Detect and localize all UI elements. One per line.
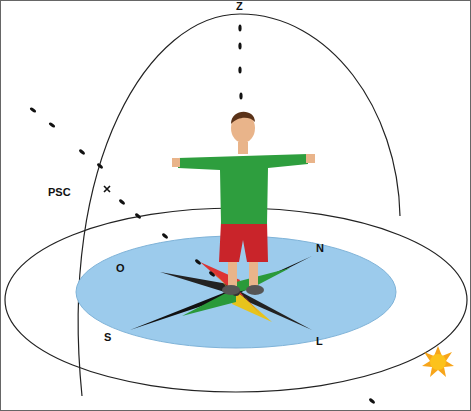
sun-icon (422, 346, 454, 377)
point-label: PSC (48, 187, 71, 198)
point-label: O (116, 263, 125, 274)
compass-rose (130, 256, 312, 330)
point-label: Z (236, 1, 243, 12)
boy-figure (172, 112, 315, 295)
point-label: N (316, 243, 324, 254)
point-label: S (104, 332, 111, 343)
horizon-ellipse (5, 208, 467, 392)
dotted-lines (29, 25, 375, 405)
point-label: L (316, 336, 323, 347)
psc-mark (104, 186, 110, 192)
